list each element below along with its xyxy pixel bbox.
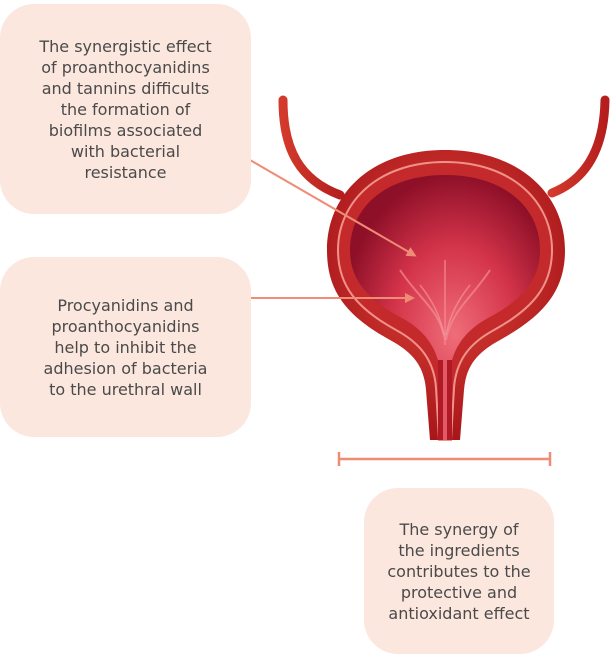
callout-biofilm: The synergistic effect of proanthocyanid…	[0, 4, 251, 214]
callout-adhesion: Procyanidins and proanthocyanidins help …	[0, 257, 251, 437]
urethra	[438, 360, 452, 440]
bladder-wall	[327, 150, 565, 440]
bladder-layer	[338, 162, 552, 440]
arrow-biofilm	[250, 160, 414, 255]
left-ureter	[283, 100, 340, 195]
callout-synergy: The synergy of the ingredients contribut…	[364, 488, 554, 654]
right-ureter	[552, 100, 605, 193]
bladder-lumen	[350, 175, 540, 440]
